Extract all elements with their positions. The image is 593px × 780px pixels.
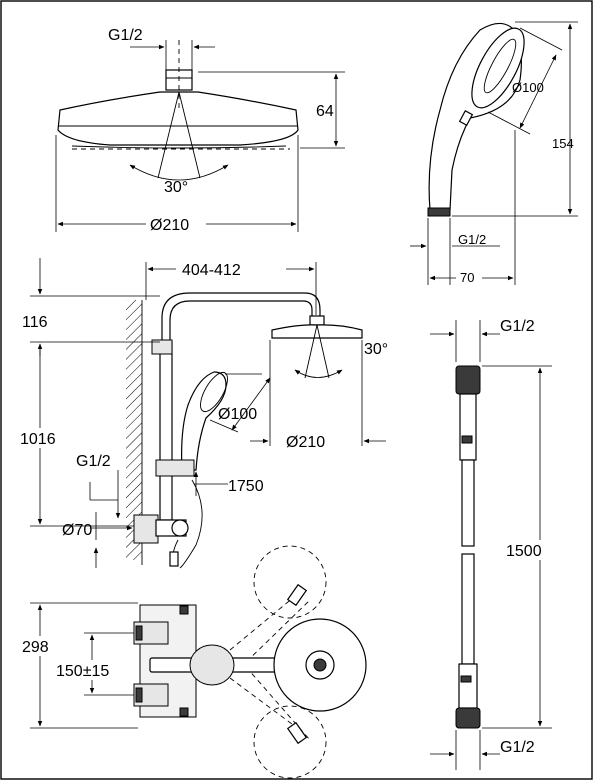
hose-length-label: 1500 bbox=[506, 543, 542, 560]
system-hose bbox=[179, 479, 203, 569]
overhead-shower-head bbox=[57, 91, 299, 146]
riser-rail bbox=[159, 341, 173, 521]
hand-width-label: 70 bbox=[460, 270, 474, 285]
arm-reach-label: 404-412 bbox=[182, 262, 241, 279]
hose-bottom-thread-label: G1/2 bbox=[500, 739, 535, 756]
wall-hatch bbox=[126, 300, 142, 560]
head-angle-label: 30° bbox=[164, 179, 188, 196]
hose-top-cone bbox=[459, 393, 477, 461]
mixer-diameter-label: Ø70 bbox=[62, 522, 92, 539]
hand-thread-label: G1/2 bbox=[458, 232, 486, 247]
overhead-shower-view: 30° G1/2 64 Ø210 bbox=[55, 27, 345, 234]
system-angle-label: 30° bbox=[364, 341, 388, 358]
hose-upper-section bbox=[461, 459, 475, 547]
shower-system-view: 30° Ø100 Ø210 404-412 116 1016 bbox=[18, 258, 388, 569]
rotation-circle-top bbox=[253, 545, 327, 619]
hand-length-label: 154 bbox=[552, 136, 574, 151]
total-height-label: 1750 bbox=[228, 478, 264, 495]
system-hand-shower bbox=[181, 371, 227, 471]
inlet-spacing-label: 150±15 bbox=[56, 663, 109, 680]
hose-bottom-nut bbox=[455, 707, 481, 729]
head-thread-label: G1/2 bbox=[108, 27, 143, 44]
diverter-knob bbox=[189, 644, 235, 686]
hose-lower-section bbox=[461, 553, 475, 665]
system-hand-diameter-label: Ø100 bbox=[218, 406, 257, 423]
hose-top-nut bbox=[455, 365, 481, 395]
hand-shower-thread bbox=[427, 207, 451, 217]
valve-height-label: 298 bbox=[22, 639, 49, 656]
shower-hose-view: G1/2 1500 G1/2 bbox=[430, 318, 552, 770]
thermostat-mixer bbox=[133, 514, 159, 544]
mixer-installation-view: 298 150±15 bbox=[18, 545, 367, 779]
slide-holder bbox=[155, 459, 195, 477]
hose-connector bbox=[169, 551, 179, 567]
system-head-diameter-label: Ø210 bbox=[286, 434, 325, 451]
rotation-circle-bottom bbox=[253, 705, 327, 779]
system-head bbox=[271, 324, 363, 339]
hand-shower-face bbox=[471, 27, 525, 109]
hose-bottom-cone bbox=[458, 663, 478, 709]
hand-shower-view: Ø100 154 G1/2 70 bbox=[410, 21, 578, 285]
hose-top-thread-label: G1/2 bbox=[500, 318, 535, 335]
riser-height-label: 1016 bbox=[20, 431, 56, 448]
mixer-thread-label: G1/2 bbox=[76, 453, 111, 470]
head-diameter-label: Ø210 bbox=[150, 217, 189, 234]
head-height-label: 64 bbox=[316, 103, 334, 120]
top-offset-label: 116 bbox=[22, 314, 48, 331]
wall-bracket-top bbox=[151, 339, 173, 355]
hand-diameter-label: Ø100 bbox=[512, 80, 544, 95]
